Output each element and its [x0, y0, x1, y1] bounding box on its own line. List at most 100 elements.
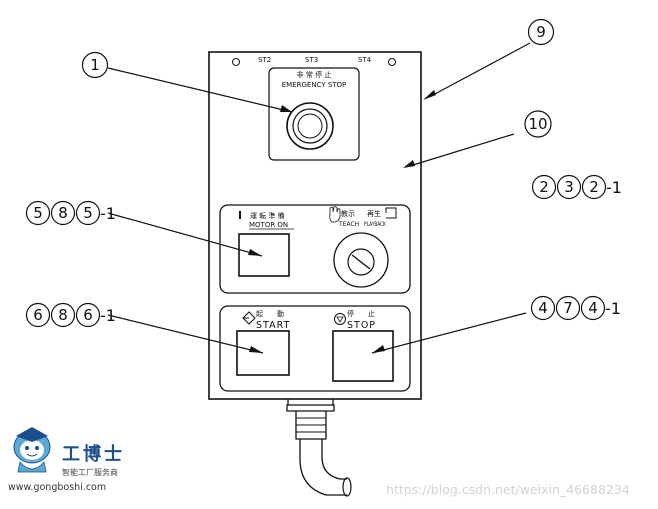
hand-icon: [329, 206, 341, 223]
callout-number: 2: [589, 178, 599, 196]
callout-number: 9: [536, 23, 546, 41]
enclosure-outline: [208, 51, 422, 400]
callout-4-7-4-1: 4 7 4 -1: [530, 295, 621, 321]
leader-lines: [107, 42, 531, 354]
callout-circle: [75, 302, 101, 328]
motor-on-indicator-bar: [239, 211, 241, 219]
callout-5-8-5-1: 5 8 5 -1: [25, 200, 116, 226]
mascot-cap: [16, 427, 48, 442]
callout-number: 5: [83, 204, 93, 222]
stop-en-label: STOP: [347, 320, 376, 331]
callout-circle: [581, 174, 607, 200]
callout-circle: [25, 200, 51, 226]
emergency-stop-button-ring: [292, 108, 328, 144]
arrowhead-686: [249, 346, 263, 353]
callout-number: 2: [539, 178, 549, 196]
logo-brand-name: 工博士: [62, 444, 125, 465]
mascot-face: [20, 440, 44, 460]
emergency-stop-cn-label: 非 常 停 止: [297, 70, 332, 79]
arrowhead-1: [280, 105, 292, 112]
start-button: [236, 330, 290, 376]
logo-tagline: 智能工厂服务商: [62, 468, 118, 477]
cable: [299, 439, 347, 496]
callout-suffix: -1: [100, 204, 116, 223]
cable-gland: [286, 399, 335, 440]
callout-suffix: -1: [100, 306, 116, 325]
callout-number: 1: [90, 56, 100, 74]
playback-bracket-icon: [385, 207, 397, 219]
callout-10: 10: [524, 110, 552, 138]
arrowhead-9: [423, 90, 436, 100]
leader-line-10: [412, 133, 515, 166]
callout-circle: [555, 295, 581, 321]
callout-circle: [531, 174, 557, 200]
logo-url: www.gongboshi.com: [8, 482, 107, 493]
callout-suffix: -1: [605, 299, 621, 318]
arrowhead-474: [372, 345, 385, 353]
stop-circle-icon: [334, 313, 346, 325]
callout-number: 10: [528, 115, 547, 133]
callout-circle: [527, 18, 555, 46]
mascot-eye-left: [25, 446, 29, 450]
start-cn-label: 起 動: [256, 309, 284, 318]
callout-9: 9: [527, 18, 555, 46]
callout-2-3-2-1: 2 3 2 -1: [531, 174, 622, 200]
callout-circle: [580, 295, 606, 321]
terminal-label-st4: ST4: [358, 56, 372, 64]
arrowhead-585: [248, 249, 262, 256]
start-stop-section: [219, 305, 411, 392]
stop-button: [332, 330, 394, 382]
teach-cn-label: 教示: [341, 209, 355, 218]
emergency-stop-en-label: EMERGENCY STOP: [282, 81, 347, 89]
mode-key-slot: [351, 254, 371, 270]
screw-hole-left: [232, 58, 240, 66]
callout-circle: [75, 200, 101, 226]
callout-suffix: -1: [606, 178, 622, 197]
callout-number: 8: [58, 204, 68, 222]
callout-6-8-6-1: 6 8 6 -1: [25, 302, 116, 328]
callout-number: 7: [563, 299, 573, 317]
leader-line-9: [432, 42, 531, 96]
teach-en-label: TEACH: [338, 221, 359, 228]
callout-number: 6: [83, 306, 93, 324]
callout-circle: [50, 302, 76, 328]
callout-1: 1: [81, 51, 109, 79]
callout-number: 6: [33, 306, 43, 324]
playback-cn-label: 再生: [367, 209, 381, 218]
motor-on-button: [238, 233, 290, 277]
screw-hole-right: [388, 58, 396, 66]
motor-on-cn-label: 運 転 準 備: [250, 211, 285, 220]
callout-circle: [556, 174, 582, 200]
callout-number: 5: [33, 204, 43, 222]
leader-line-585: [107, 212, 263, 257]
leader-line-686: [107, 314, 264, 354]
terminal-label-st3: ST3: [305, 56, 318, 64]
callout-number: 4: [538, 299, 548, 317]
motor-on-en-label: MOTOR ON: [249, 221, 288, 229]
cable-gland-threads: [296, 417, 326, 433]
mascot-body: [17, 461, 47, 473]
callout-circle: [530, 295, 556, 321]
start-diamond-icon: [242, 311, 256, 325]
callout-number: 8: [58, 306, 68, 324]
stop-cn-label: 停 止: [347, 309, 375, 318]
leader-arrowheads: [248, 90, 436, 353]
playback-en-label: PLAYBACK: [364, 221, 387, 228]
arrowhead-10: [403, 160, 415, 168]
emergency-stop-button-cap: [297, 113, 323, 139]
callout-number: 4: [588, 299, 598, 317]
emergency-stop-button-outer: [286, 102, 334, 150]
leader-line-1: [107, 67, 293, 113]
mascot-eye-right: [35, 446, 39, 450]
callout-circle: [50, 200, 76, 226]
callout-circle: [81, 51, 109, 79]
mascot-smile: [26, 453, 38, 457]
emergency-stop-housing: [268, 67, 360, 161]
motor-on-section: [219, 204, 411, 294]
leader-line-474: [371, 312, 527, 354]
stop-triangle-icon: [336, 316, 344, 323]
watermark-url: https://blog.csdn.net/weixin_46688234: [386, 482, 630, 497]
callout-circle: [25, 302, 51, 328]
callout-circle: [524, 110, 552, 138]
